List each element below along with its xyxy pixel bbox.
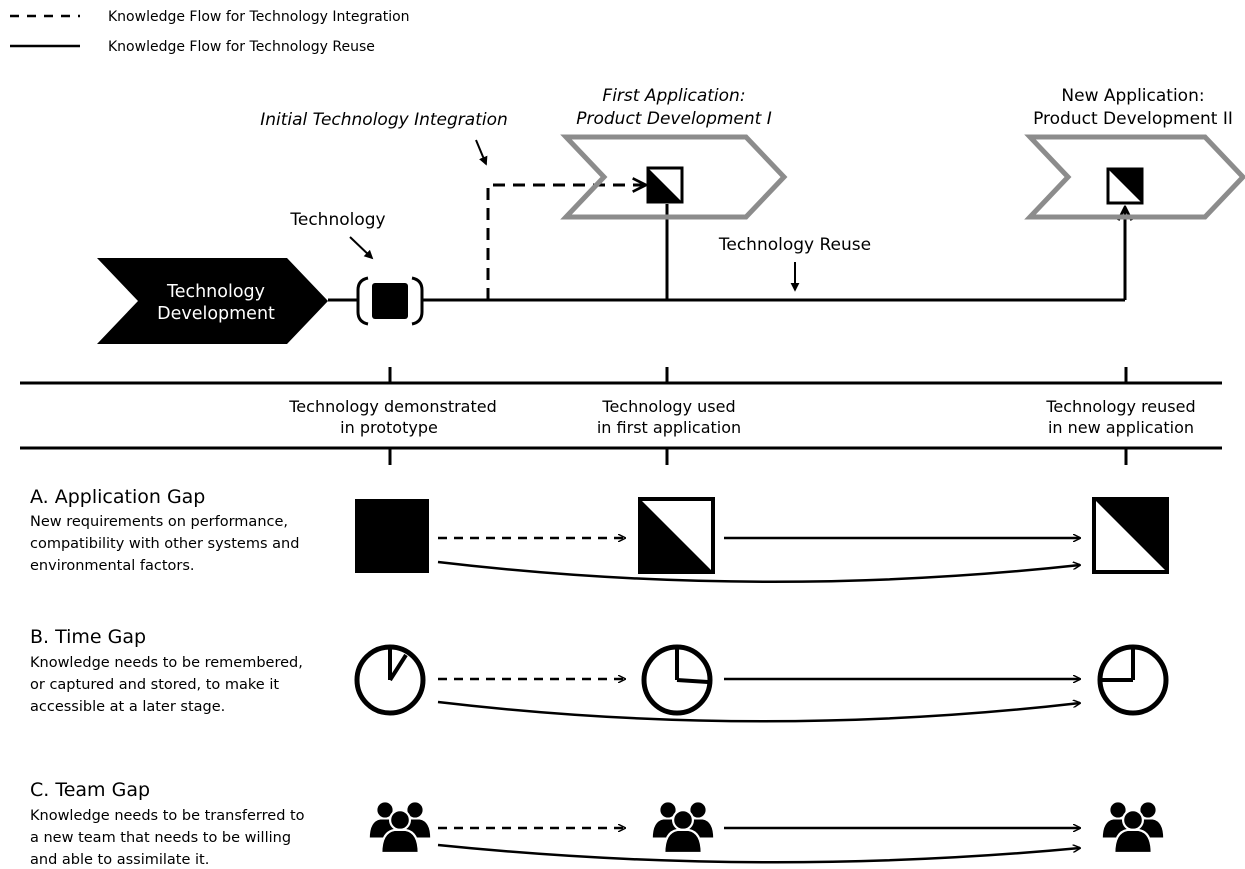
legend-dashed-label: Knowledge Flow for Technology Integratio…	[108, 9, 410, 25]
time-gap-row: B. Time Gap Knowledge needs to be rememb…	[30, 626, 1169, 723]
milestone-1-line-2: in prototype	[340, 418, 438, 437]
first-app-label-2: Product Development I	[576, 109, 771, 129]
gap-a-desc-1: New requirements on performance,	[30, 514, 288, 530]
gap-a-desc-2: compatibility with other systems and	[30, 536, 299, 552]
new-app-label-2: Product Development II	[1033, 109, 1233, 129]
technology-reuse-label: Technology Reuse	[718, 235, 871, 255]
gap-b-desc-1: Knowledge needs to be remembered,	[30, 655, 303, 671]
clock-icon	[354, 644, 426, 716]
team-icon	[1100, 800, 1166, 855]
reuse-flow	[328, 204, 1125, 302]
gap-b-desc-3: accessible at a later stage.	[30, 699, 225, 715]
technology-pointer-arrow	[349, 236, 374, 260]
legend-solid-label: Knowledge Flow for Technology Reuse	[108, 39, 375, 55]
team-gap-row: C. Team Gap Knowledge needs to be transf…	[30, 779, 1166, 868]
milestone-2-line-1: Technology used	[601, 397, 735, 416]
milestone-1-line-1: Technology demonstrated	[288, 397, 497, 416]
milestone-3-line-1: Technology reused	[1045, 397, 1195, 416]
gap-c-desc-1: Knowledge needs to be transferred to	[30, 808, 305, 824]
technology-development-chevron: Technology Development	[97, 258, 328, 344]
tech-dev-label-2: Development	[157, 304, 275, 324]
first-application-chevron: First Application: Product Development I	[560, 86, 788, 220]
legend: Knowledge Flow for Technology Integratio…	[10, 9, 410, 55]
gap-a-desc-3: environmental factors.	[30, 558, 195, 574]
gap-b-title: B. Time Gap	[30, 626, 146, 648]
integration-flow	[486, 185, 646, 300]
team-icon	[367, 800, 433, 855]
gap-c-desc-2: a new team that needs to be willing	[30, 830, 291, 846]
milestone-2-line-2: in first application	[597, 418, 741, 437]
new-application-chevron: New Application: Product Development II	[1024, 86, 1245, 220]
integration-pointer-arrow	[475, 139, 488, 166]
tech-dev-label-1: Technology	[166, 282, 265, 302]
gap-c-title: C. Team Gap	[30, 779, 150, 801]
new-app-label-1: New Application:	[1061, 86, 1204, 106]
milestone-3-line-2: in new application	[1048, 418, 1194, 437]
initial-integration-label: Initial Technology Integration	[260, 110, 508, 130]
square-icon	[355, 499, 429, 573]
clock-icon	[1097, 644, 1169, 716]
gap-a-title: A. Application Gap	[30, 486, 205, 508]
square-half-icon	[638, 497, 715, 574]
technology-label: Technology	[289, 210, 385, 230]
timeline: Technology demonstrated in prototype Tec…	[20, 367, 1222, 465]
team-icon	[650, 800, 716, 855]
gap-b-desc-2: or captured and stored, to make it	[30, 677, 279, 693]
technology-prototype-icon	[356, 276, 424, 326]
application-gap-row: A. Application Gap New requirements on p…	[30, 486, 1169, 584]
first-app-label-1: First Application:	[602, 86, 745, 106]
gap-c-desc-3: and able to assimilate it.	[30, 852, 209, 868]
clock-icon	[641, 644, 713, 716]
square-half-reversed-icon	[1092, 497, 1169, 574]
